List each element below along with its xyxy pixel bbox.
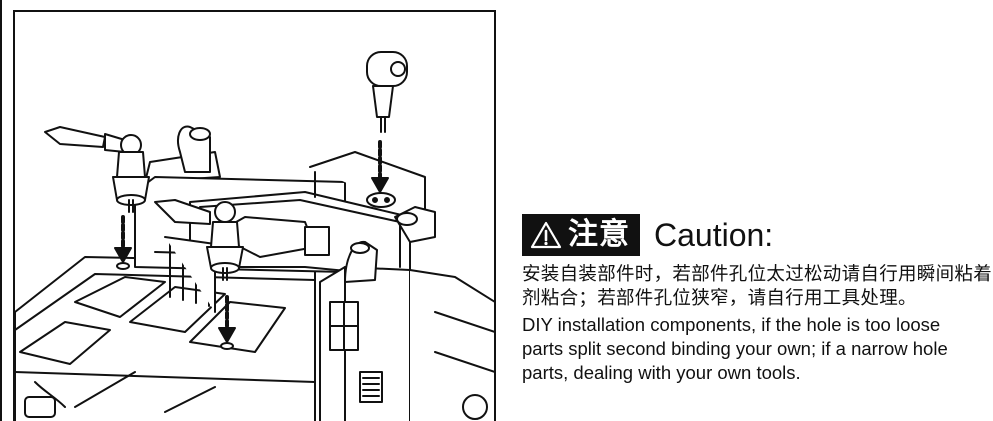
vehicle-superstructure [134,125,494,421]
insertion-arrows [114,140,389,343]
mount-hole [116,262,130,270]
caution-label-en: Caution: [654,217,774,253]
caution-notice: 注意 Caution: 安装自装部件时，若部件孔位太过松动请自行用瞬间粘着剂粘合… [522,212,993,385]
caution-text-en: DIY installation components, if the hole… [522,314,948,383]
caution-label-cn: 注意 [568,217,630,252]
lamp-part-left [44,126,150,213]
lamp-part-top [366,51,408,133]
warning-triangle-icon [530,221,562,249]
left-border-line [0,0,2,421]
assembly-illustration [13,10,496,421]
lamp-part-center [154,199,244,281]
caution-text-cn: 安装自装部件时，若部件孔位太过松动请自行用瞬间粘着剂粘合；若部件孔位狭窄，请自行… [522,264,993,309]
vehicle-hull [15,256,316,421]
caution-header: 注意 Caution: [522,212,993,258]
mount-hole [220,342,234,350]
caution-badge: 注意 [522,214,640,256]
